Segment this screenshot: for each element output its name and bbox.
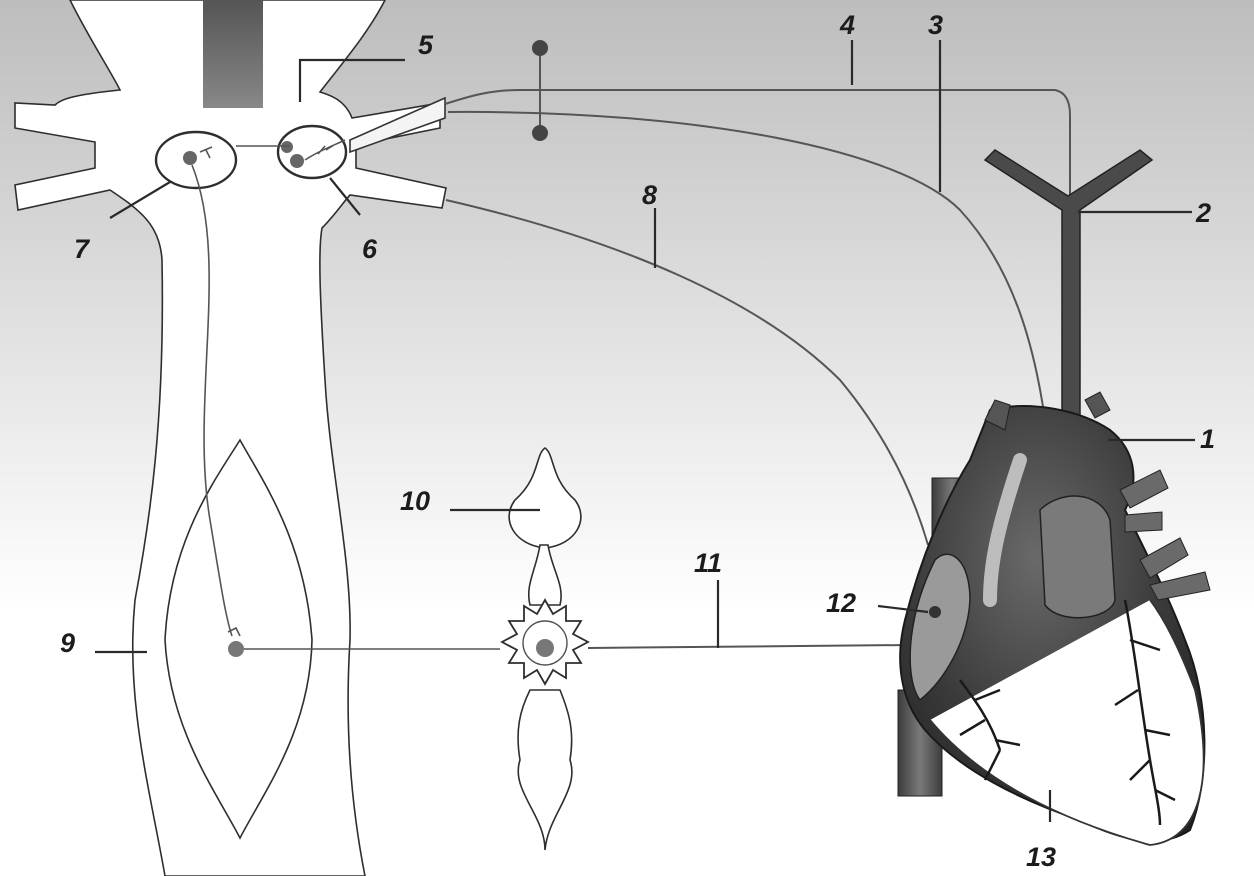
- label-3: 3: [928, 10, 943, 40]
- vessel-right-2: [1125, 512, 1162, 532]
- label-10: 10: [400, 486, 430, 516]
- label-1: 1: [1200, 424, 1215, 454]
- ganglion-dot-bottom: [532, 125, 548, 141]
- neuron-body-6a: [281, 141, 293, 153]
- label-4: 4: [839, 10, 855, 40]
- neuron-body-6b: [290, 154, 304, 168]
- label-9: 9: [60, 628, 75, 658]
- label-11: 11: [694, 548, 722, 578]
- label-2: 2: [1195, 198, 1211, 228]
- sinoatrial-node: [929, 606, 941, 618]
- label-5: 5: [418, 30, 434, 60]
- neuron-body-7: [183, 151, 197, 165]
- label-13: 13: [1026, 842, 1056, 872]
- spinal-neuron: [228, 641, 244, 657]
- ganglion-dot-top: [532, 40, 548, 56]
- pulmonary-trunk: [1040, 496, 1115, 618]
- label-12: 12: [826, 588, 856, 618]
- brain-stem-shadow: [203, 0, 263, 108]
- label-6: 6: [362, 234, 378, 264]
- label-8: 8: [642, 180, 657, 210]
- label-7: 7: [74, 234, 91, 264]
